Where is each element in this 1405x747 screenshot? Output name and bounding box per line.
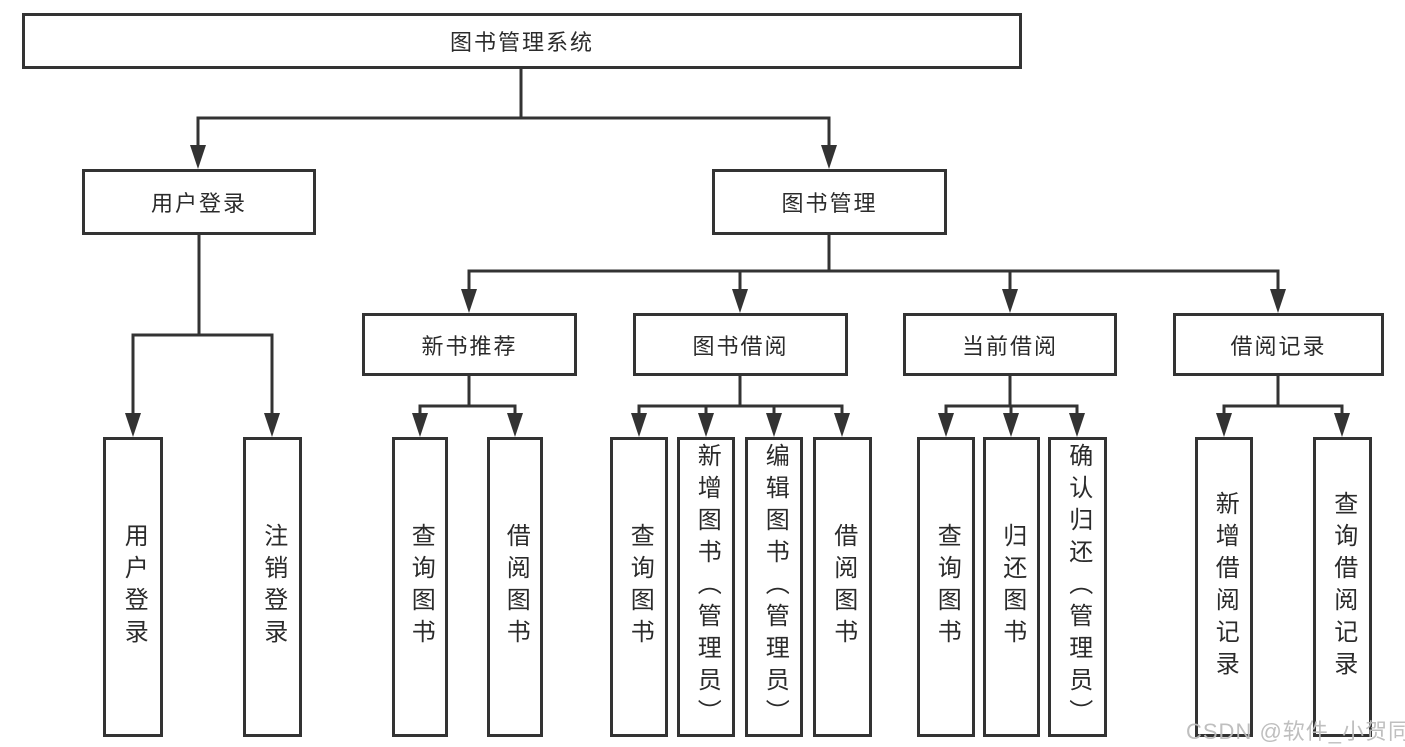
node-book-management: 图书管理 xyxy=(712,169,947,235)
leaf-user-login: 用户登录 xyxy=(103,437,163,737)
leaf-label: 查询图书 xyxy=(626,523,654,651)
arrowheads-newbook-leaves xyxy=(412,413,523,437)
leaf-label: 注销登录 xyxy=(259,523,287,651)
leaf-label: 确认归还（管理员） xyxy=(1064,443,1092,731)
leaf-label: 新增图书（管理员） xyxy=(693,443,721,731)
leaf-records-query-record: 查询借阅记录 xyxy=(1313,437,1372,737)
connector-newbook-to-leaves xyxy=(418,374,517,417)
leaf-label: 用户登录 xyxy=(120,523,148,651)
arrowheads-level3 xyxy=(461,289,1286,313)
node-root: 图书管理系统 xyxy=(22,13,1022,69)
arrowheads-current-leaves xyxy=(938,413,1085,437)
leaf-label: 查询图书 xyxy=(933,523,961,651)
leaf-current-query-books: 查询图书 xyxy=(917,437,975,737)
leaf-newbook-borrow-books: 借阅图书 xyxy=(487,437,543,737)
leaf-records-add-record: 新增借阅记录 xyxy=(1195,437,1253,737)
node-label: 图书借阅 xyxy=(692,333,789,359)
node-label: 用户登录 xyxy=(150,191,247,216)
csdn-watermark: CSDN @软件_小贺同学 xyxy=(1186,719,1405,744)
node-label: 图书管理系统 xyxy=(449,30,594,55)
leaf-borrowing-edit-book-admin: 编辑图书（管理员） xyxy=(745,437,803,737)
leaf-label: 查询借阅记录 xyxy=(1329,491,1357,683)
node-label: 当前借阅 xyxy=(961,333,1058,359)
leaf-newbook-query-books: 查询图书 xyxy=(392,437,448,737)
connector-root-to-level2 xyxy=(196,67,831,149)
leaf-borrowing-borrow-books: 借阅图书 xyxy=(813,437,872,737)
leaf-label: 查询图书 xyxy=(407,523,435,651)
leaf-current-confirm-return-admin: 确认归还（管理员） xyxy=(1048,437,1107,737)
leaf-label: 借阅图书 xyxy=(829,523,857,651)
node-label: 图书管理 xyxy=(781,191,878,216)
connector-current-to-leaves xyxy=(944,374,1079,417)
node-label: 新书推荐 xyxy=(421,333,518,359)
node-label: 借阅记录 xyxy=(1230,333,1327,359)
connector-borrowing-to-leaves xyxy=(637,374,844,417)
node-current-borrowing: 当前借阅 xyxy=(903,313,1117,376)
node-book-borrowing: 图书借阅 xyxy=(633,313,848,376)
arrowheads-borrowing-leaves xyxy=(631,413,850,437)
leaf-label: 编辑图书（管理员） xyxy=(761,443,789,731)
leaf-label: 归还图书 xyxy=(998,523,1026,651)
leaf-borrowing-query-books: 查询图书 xyxy=(610,437,668,737)
arrowheads-level2 xyxy=(190,145,837,169)
leaf-logout: 注销登录 xyxy=(243,437,302,737)
arrowheads-login-leaves xyxy=(125,413,280,437)
connector-login-to-leaves xyxy=(131,233,274,417)
connector-records-to-leaves xyxy=(1222,374,1344,417)
leaf-label: 借阅图书 xyxy=(502,523,530,651)
arrowheads-records-leaves xyxy=(1216,413,1350,437)
node-new-book-recommendation: 新书推荐 xyxy=(362,313,577,376)
connector-management-to-level3 xyxy=(467,233,1280,293)
leaf-current-return-books: 归还图书 xyxy=(983,437,1040,737)
node-borrowing-records: 借阅记录 xyxy=(1173,313,1384,376)
leaf-borrowing-add-book-admin: 新增图书（管理员） xyxy=(677,437,735,737)
node-user-login: 用户登录 xyxy=(82,169,316,235)
leaf-label: 新增借阅记录 xyxy=(1211,491,1239,683)
